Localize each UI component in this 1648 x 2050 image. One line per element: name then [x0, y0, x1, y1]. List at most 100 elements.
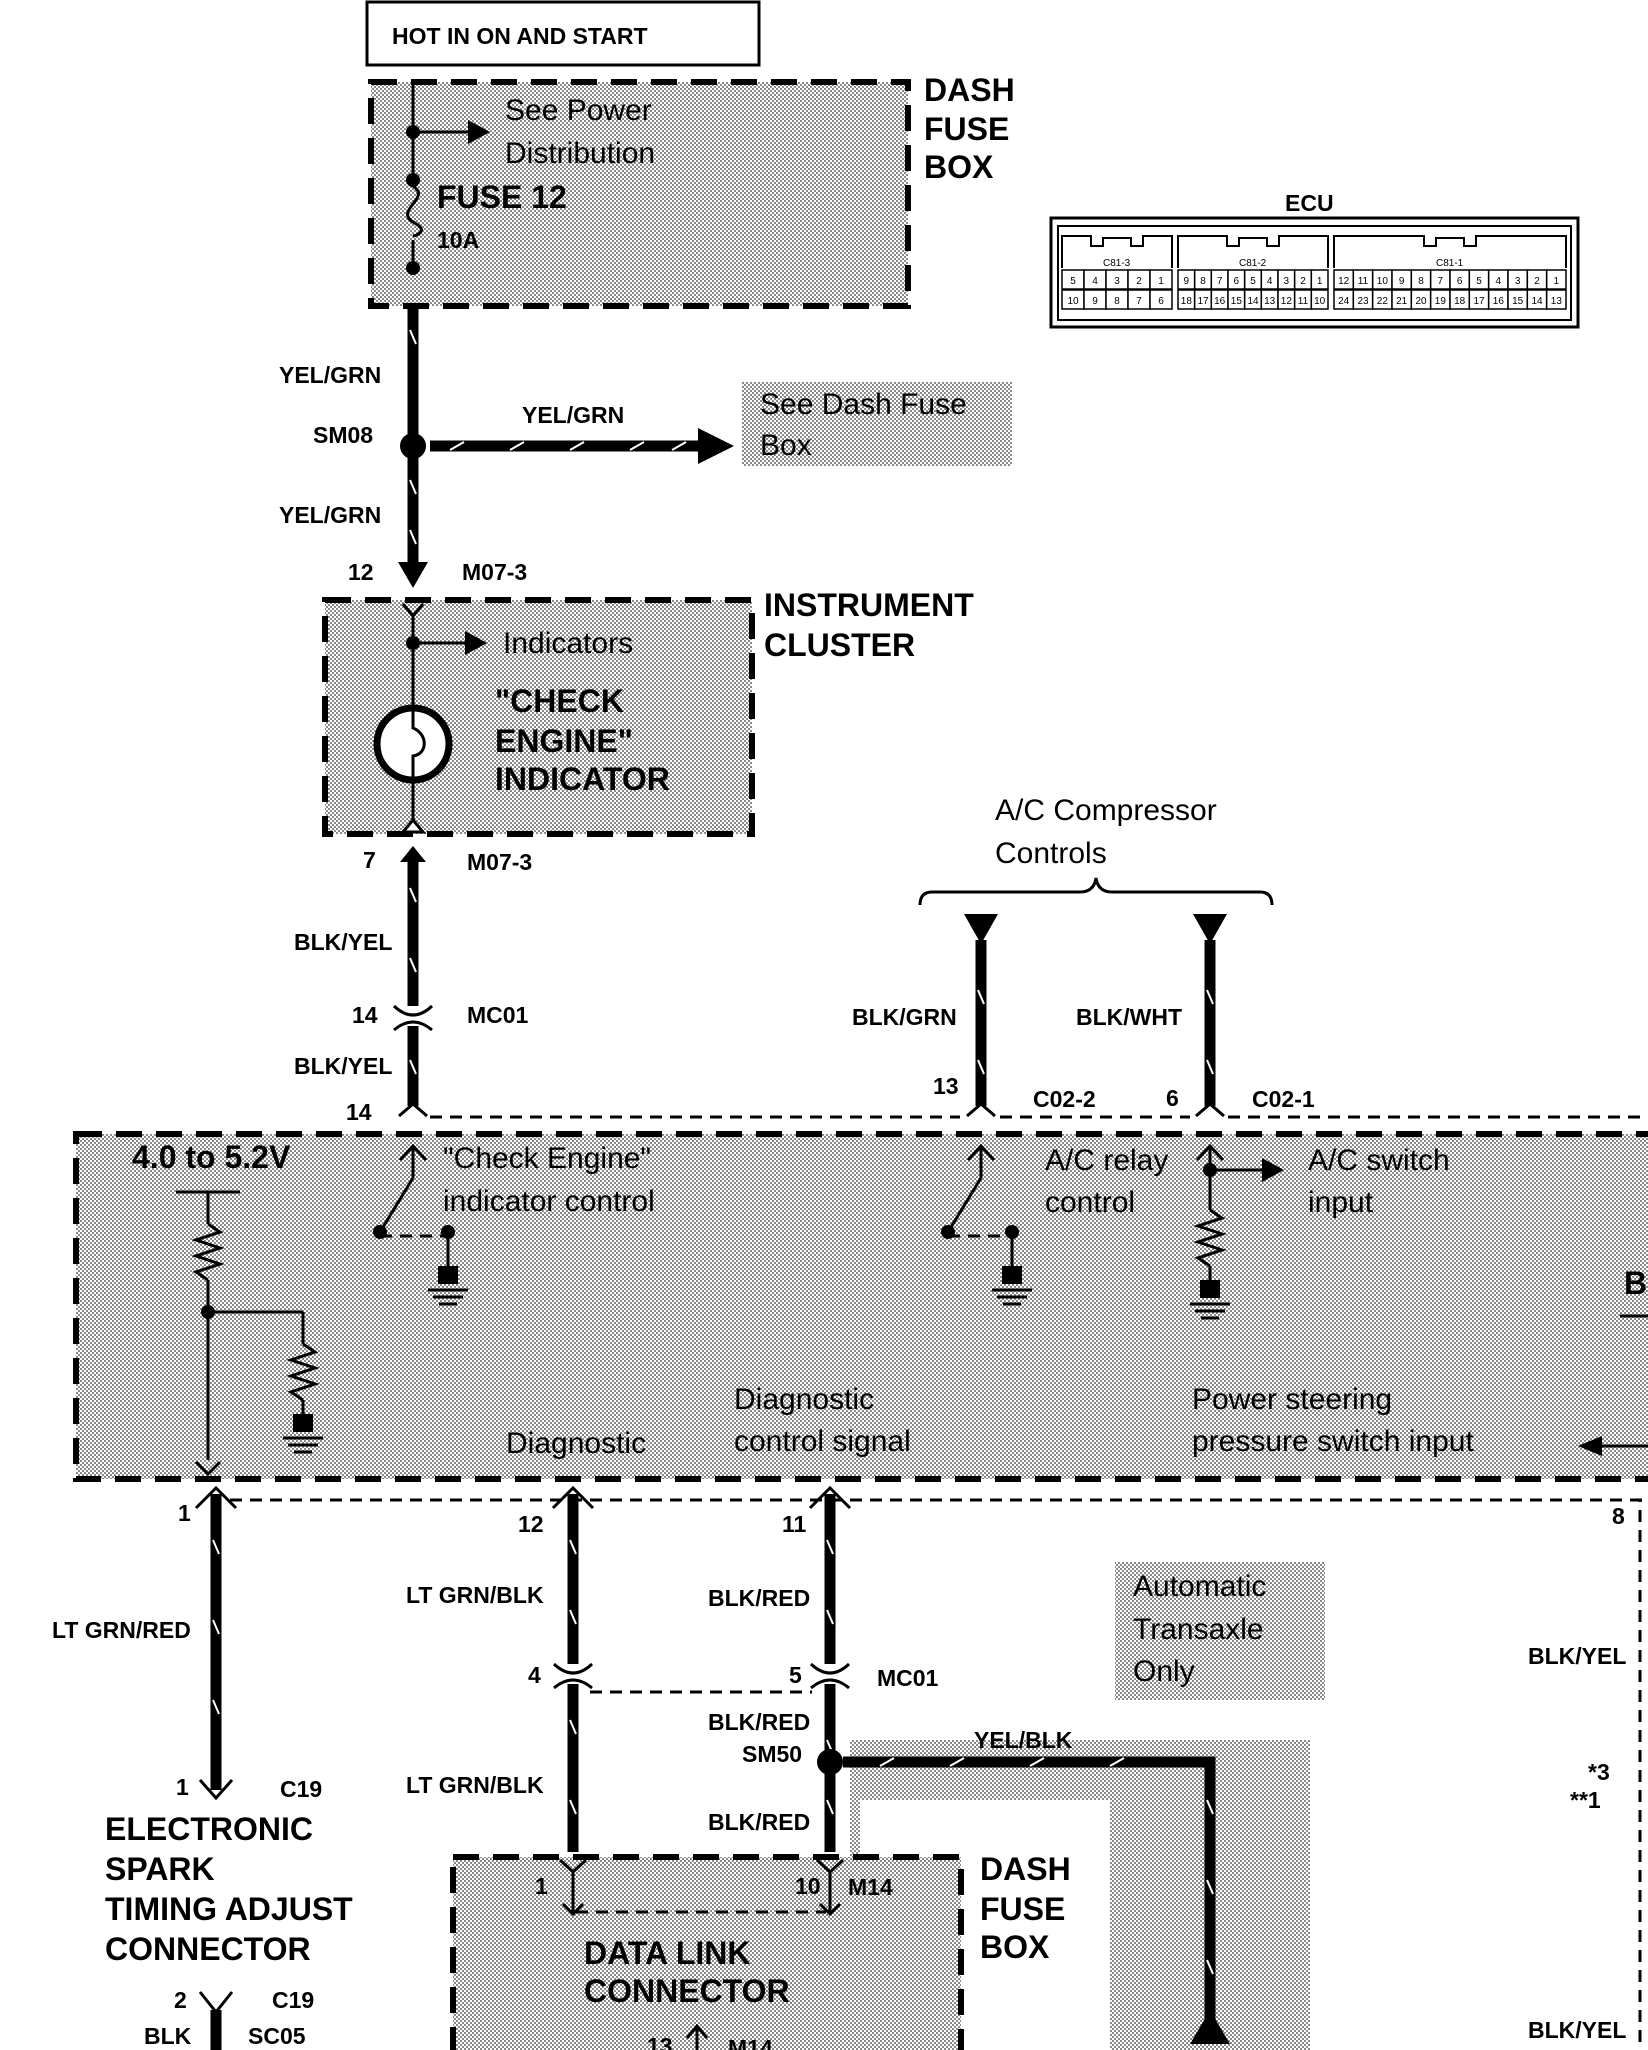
ecu-pin-number: 16 [1493, 296, 1505, 307]
arrow-right-icon [468, 120, 490, 144]
ecu-pin-number: 6 [1158, 296, 1164, 307]
dlc-pin-10: 10 [795, 1873, 821, 1899]
see-dash-fuse-l1: See Dash Fuse [760, 388, 967, 421]
wire-label-blkred-1: BLK/RED [708, 1585, 810, 1611]
ecu-pin-number: 2 [1136, 276, 1142, 287]
ecu-pin-number: 13 [1264, 296, 1276, 307]
ecu-pin-number: 1 [1554, 276, 1560, 287]
ac-compressor-controls: A/C Compressor Controls BLK/GRN 13 C02-2… [430, 794, 1648, 1119]
splice-sm50-label: SM50 [742, 1741, 802, 1767]
ecu-pin-number: 14 [1247, 296, 1259, 307]
conn-c19-a: C19 [280, 1776, 322, 1802]
ground-icon [283, 1414, 323, 1454]
ecu-pin-number: 5 [1476, 276, 1482, 287]
ecu-pin-number: 11 [1358, 276, 1369, 287]
wire-label-blkred-3: BLK/RED [708, 1809, 810, 1835]
conn-c02-2: C02-2 [1033, 1086, 1096, 1112]
ac-title-l2: Controls [995, 837, 1107, 870]
ac-title-l1: A/C Compressor [995, 794, 1217, 827]
pin-1-ecu: 1 [178, 1500, 191, 1526]
ecu-pin-number: 1 [1158, 276, 1164, 287]
ecu-pin-number: 15 [1512, 296, 1524, 307]
dlc-conn-m14: M14 [848, 1874, 893, 1900]
dash-fuse-box-label-2: FUSE [924, 111, 1009, 147]
pin-2-c19: 2 [174, 1987, 187, 2013]
fuse-rating: 10A [437, 227, 479, 253]
conn-mc01-lower: MC01 [877, 1665, 939, 1691]
conn-c02-1: C02-1 [1252, 1086, 1315, 1112]
ecu-pin-number: 10 [1067, 296, 1079, 307]
check-engine-l3: INDICATOR [495, 761, 670, 797]
ecu-pin-number: 20 [1415, 296, 1427, 307]
arrow-right-icon [465, 631, 487, 655]
wire-label-ltgrnblk-2: LT GRN/BLK [406, 1772, 544, 1798]
ac-switch-input-l2: input [1308, 1186, 1374, 1219]
pin-14-ecu: 14 [346, 1099, 372, 1125]
ps-pressure-switch-l1: Power steering [1192, 1383, 1392, 1416]
pin-13-c02: 13 [933, 1073, 959, 1099]
see-dash-fuse-l2: Box [760, 429, 812, 462]
see-power-l1: See Power [505, 94, 652, 127]
ecu-pin-number: 10 [1377, 276, 1389, 287]
conn-mc01-upper: MC01 [467, 1002, 529, 1028]
ecu-pin-number: 1 [1317, 276, 1323, 287]
lower-section: 1 LT GRN/RED 1 C19 ELECTRONIC SPARK TIMI… [52, 1485, 1642, 2050]
ground-icon [428, 1266, 468, 1306]
ecu-edge-letter: B [1624, 1265, 1647, 1301]
dlc-pin-1: 1 [535, 1873, 548, 1899]
esta-l3: TIMING ADJUST [105, 1891, 353, 1927]
dash-fuse-box-label-3: BOX [924, 149, 994, 185]
ecu-pin-number: 8 [1200, 276, 1206, 287]
arrow-right-icon [1262, 1158, 1284, 1182]
ecu-pin-number: 19 [1435, 296, 1447, 307]
splice-sm08-icon [400, 433, 426, 459]
dash-fuse-box-lower-2: FUSE [980, 1891, 1065, 1927]
ecu-pin-number: 16 [1214, 296, 1226, 307]
dash-fuse-box-lower-3: BOX [980, 1929, 1050, 1965]
dlc-name-l1: DATA LINK [584, 1935, 750, 1971]
ecu-pin-number: 12 [1338, 276, 1350, 287]
wire-label-blkred-2: BLK/RED [708, 1709, 810, 1735]
pin-12-ecu: 12 [518, 1511, 544, 1537]
ecu-pin-cavity [1149, 269, 1173, 290]
ecu-pin-number: 17 [1197, 296, 1209, 307]
ecu-connector-name: C81-2 [1239, 258, 1267, 269]
check-engine-l1: "CHECK [495, 683, 624, 719]
esta-l1: ELECTRONIC [105, 1811, 313, 1847]
ecu-pin-number: 24 [1338, 296, 1350, 307]
ecu-pin-number: 17 [1473, 296, 1485, 307]
wire-label-blkyel-2: BLK/YEL [294, 1053, 392, 1079]
ecu-pin-cavity [1545, 269, 1567, 290]
dlc-name-l2: CONNECTOR [584, 1973, 790, 2009]
pin-5-mc01: 5 [789, 1662, 802, 1688]
ground-icon [992, 1266, 1032, 1306]
dash-fuse-box-lower-1: DASH [980, 1851, 1071, 1887]
arrow-right-icon [698, 428, 734, 464]
wire-label-yelblk: YEL/BLK [974, 1727, 1073, 1753]
check-engine-bulb-icon [373, 704, 453, 784]
check-engine-l2: ENGINE" [495, 723, 633, 759]
ecu-pin-cavity [1310, 289, 1329, 310]
pin-1-c19: 1 [176, 1774, 189, 1800]
ecu-pin-number: 3 [1284, 276, 1290, 287]
fuse-name: FUSE 12 [437, 179, 567, 215]
check-engine-control-l1: "Check Engine" [443, 1142, 651, 1175]
ecu-title: ECU [1285, 190, 1334, 216]
ecu-pin-number: 2 [1300, 276, 1306, 287]
instrument-cluster: 12 M07-3 INSTRUMENT CLUSTER Indicators "… [322, 559, 974, 875]
dlc-conn-bottom: M14 [728, 2035, 773, 2050]
wire-label-yelgrn-1: YEL/GRN [279, 362, 381, 388]
esta-l2: SPARK [105, 1851, 215, 1887]
ecu-pin-number: 9 [1399, 276, 1405, 287]
conn-c19-b: C19 [272, 1987, 314, 2013]
ecu-pin-cavity [1545, 289, 1567, 310]
ecu-internal: 4.0 to 5.2V "Check Engine" indi [73, 1131, 1648, 1502]
ecu-pin-cavity [1310, 269, 1329, 290]
ecu-pin-number: 18 [1454, 296, 1466, 307]
ecu-pin-number: 2 [1534, 276, 1540, 287]
ecu-pin-number: 4 [1267, 276, 1273, 287]
ecu-connector-name: C81-3 [1103, 258, 1131, 269]
